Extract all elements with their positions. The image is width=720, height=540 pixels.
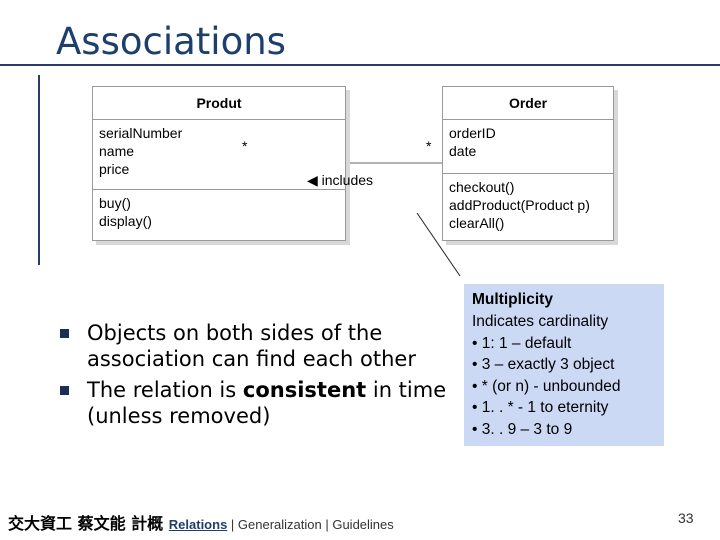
footer-link-generalization[interactable]: Generalization — [237, 517, 322, 532]
attribute: serialNumber — [99, 125, 183, 141]
footer-school: 交大資工 蔡文能 計概 — [8, 514, 164, 533]
bullet-list: Objects on both sides of the association… — [58, 320, 458, 434]
bullet-text-before: The relation is — [87, 378, 243, 402]
note-line: Indicates cardinality — [472, 313, 609, 330]
bullet-text-after: in time (unless removed) — [87, 378, 447, 428]
note-line: • 1: 1 – default — [472, 334, 572, 352]
attribute: name — [99, 143, 135, 159]
multiplicity-right: * — [426, 138, 432, 154]
footer-separator: | — [321, 517, 333, 532]
bullet-item: The relation is consistent in time (unle… — [58, 377, 458, 429]
square-bullet-icon — [60, 386, 69, 395]
note-line: • 3. . 9 – 3 to 9 — [472, 420, 573, 438]
attribute: orderID — [449, 125, 496, 141]
left-accent-line — [38, 75, 40, 265]
attribute: price — [99, 161, 130, 177]
page-number: 33 — [678, 510, 694, 526]
multiplicity-left: * — [242, 138, 248, 154]
bullet-text: Objects on both sides of the association… — [87, 321, 416, 371]
attributes-section: orderID date — [443, 119, 613, 173]
operation: display() — [99, 213, 152, 229]
note-pointer-line — [416, 212, 461, 277]
operation: buy() — [99, 195, 131, 211]
note-line: • 1. . * - 1 to eternity — [472, 399, 609, 416]
bullet-item: Objects on both sides of the association… — [58, 320, 458, 372]
footer-nav: 交大資工 蔡文能 計概 Relations | Generalization |… — [8, 510, 394, 534]
class-name: Produt — [196, 95, 242, 111]
note-line: • * (or n) - unbounded — [472, 377, 621, 395]
footer-link-guidelines[interactable]: Guidelines — [332, 517, 394, 532]
class-name: Order — [508, 95, 548, 111]
class-order: Order orderID date checkout() addProduct… — [442, 86, 614, 241]
operations-section: buy() display() — [93, 189, 345, 234]
operations-section: checkout() addProduct(Product p) clearAl… — [443, 173, 613, 236]
footer-link-relations[interactable]: Relations — [168, 517, 228, 532]
slide-title: Associations — [56, 20, 286, 63]
operation: addProduct(Product p) — [449, 197, 590, 213]
title-underline — [0, 64, 720, 66]
operation: clearAll() — [449, 215, 505, 231]
note-line: • 3 – exactly 3 object — [472, 356, 615, 373]
bullet-bold-text: consistent — [242, 378, 367, 402]
multiplicity-note: Multiplicity Indicates cardinality • 1: … — [464, 284, 664, 446]
operation: checkout() — [449, 179, 515, 195]
class-produt: Produt serialNumber name price buy() dis… — [92, 86, 346, 241]
attribute: date — [449, 143, 477, 159]
footer-separator: | — [227, 517, 238, 532]
note-title: Multiplicity — [472, 291, 553, 308]
square-bullet-icon — [60, 329, 69, 338]
attributes-section: serialNumber name price — [93, 119, 345, 189]
association-label: ◀ includes — [307, 172, 374, 188]
